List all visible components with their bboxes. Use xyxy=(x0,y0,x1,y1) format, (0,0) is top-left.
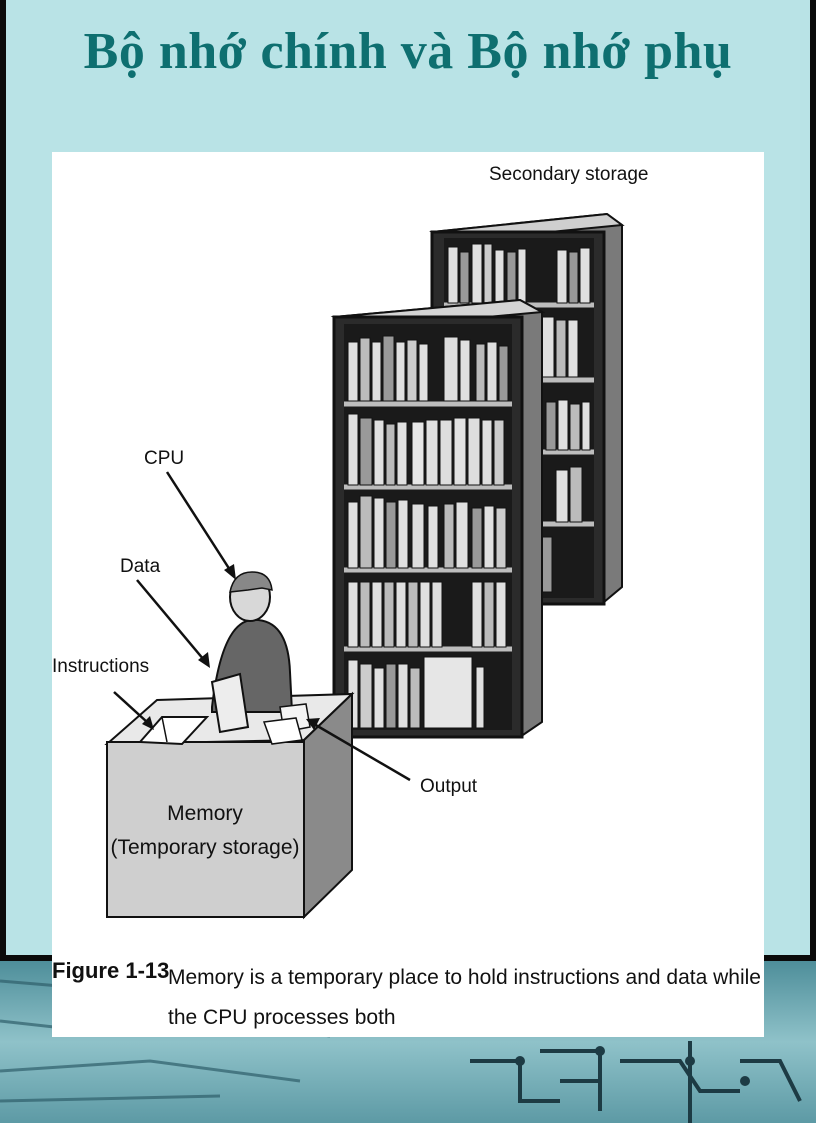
label-output: Output xyxy=(420,776,478,797)
figure-panel: Secondary storage CPU Data Instructions … xyxy=(52,152,764,1037)
label-data: Data xyxy=(120,556,161,577)
frame-right-border xyxy=(810,0,816,960)
label-arrows xyxy=(113,471,411,782)
label-temporary-storage: (Temporary storage) xyxy=(110,836,299,859)
caption-label: Figure 1-13 xyxy=(52,958,170,983)
arrow-heads xyxy=(142,564,320,730)
slide-title: Bộ nhớ chính và Bộ nhớ phụ xyxy=(83,23,733,80)
cpu-person xyxy=(210,571,311,745)
label-instructions: Instructions xyxy=(52,656,149,677)
memory-diagram: Secondary storage CPU Data Instructions … xyxy=(52,164,649,920)
label-secondary-storage: Secondary storage xyxy=(489,164,649,185)
label-cpu: CPU xyxy=(144,448,184,469)
caption-text: Memory is a temporary place to hold inst… xyxy=(168,966,761,1029)
label-memory: Memory xyxy=(167,802,243,825)
instructions-book xyxy=(137,716,210,746)
frame-left-border xyxy=(0,0,6,960)
front-bookcase xyxy=(330,298,546,739)
